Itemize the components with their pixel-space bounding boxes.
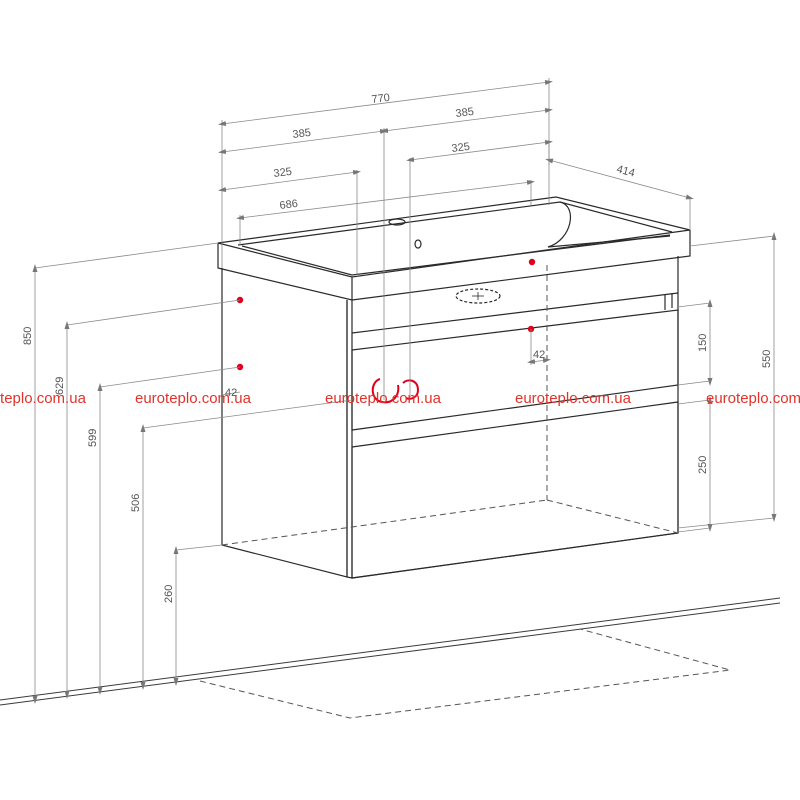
hidden-edges bbox=[221, 265, 679, 546]
marker-dot bbox=[528, 258, 536, 266]
dim-42: 42 bbox=[533, 349, 545, 361]
basin bbox=[217, 196, 691, 304]
dim-770: 770 bbox=[371, 92, 391, 106]
watermark: euroteplo.com.ua euroteplo.com.ua eurote… bbox=[0, 390, 800, 407]
dim-325-left: 325 bbox=[273, 166, 293, 180]
watermark-text: euroteplo.com.ua bbox=[515, 390, 632, 407]
right-dimension-lines bbox=[221, 232, 777, 533]
dim-150: 150 bbox=[697, 334, 709, 352]
dim-325-right: 325 bbox=[451, 141, 471, 155]
connection-markers bbox=[236, 258, 536, 371]
dimension-labels: 770 385 385 325 325 686 414 850 629 599 … bbox=[22, 92, 773, 603]
watermark-text: euroteplo.com.ua bbox=[0, 390, 87, 407]
dim-686: 686 bbox=[279, 198, 299, 212]
dim-260: 260 bbox=[163, 585, 175, 603]
cabinet bbox=[221, 256, 679, 579]
left-dimension-lines bbox=[32, 242, 353, 704]
dim-385-right: 385 bbox=[455, 106, 475, 120]
dim-414: 414 bbox=[615, 163, 636, 179]
dim-250: 250 bbox=[697, 456, 709, 474]
watermark-text: euroteplo.com.ua bbox=[706, 390, 800, 407]
dim-506: 506 bbox=[130, 494, 142, 512]
dim-629: 629 bbox=[54, 377, 66, 395]
dim-385-left: 385 bbox=[292, 127, 312, 141]
top-dimension-lines bbox=[218, 78, 694, 400]
watermark-text: euroteplo.com.ua bbox=[135, 390, 252, 407]
siphon-icon bbox=[371, 378, 420, 404]
dim-850: 850 bbox=[22, 327, 34, 345]
dim-550: 550 bbox=[761, 350, 773, 368]
watermark-text: euroteplo.com.ua bbox=[325, 390, 442, 407]
dim-42-left: 42 bbox=[225, 387, 237, 399]
floor-lines bbox=[0, 597, 781, 719]
dim-599: 599 bbox=[87, 429, 99, 447]
